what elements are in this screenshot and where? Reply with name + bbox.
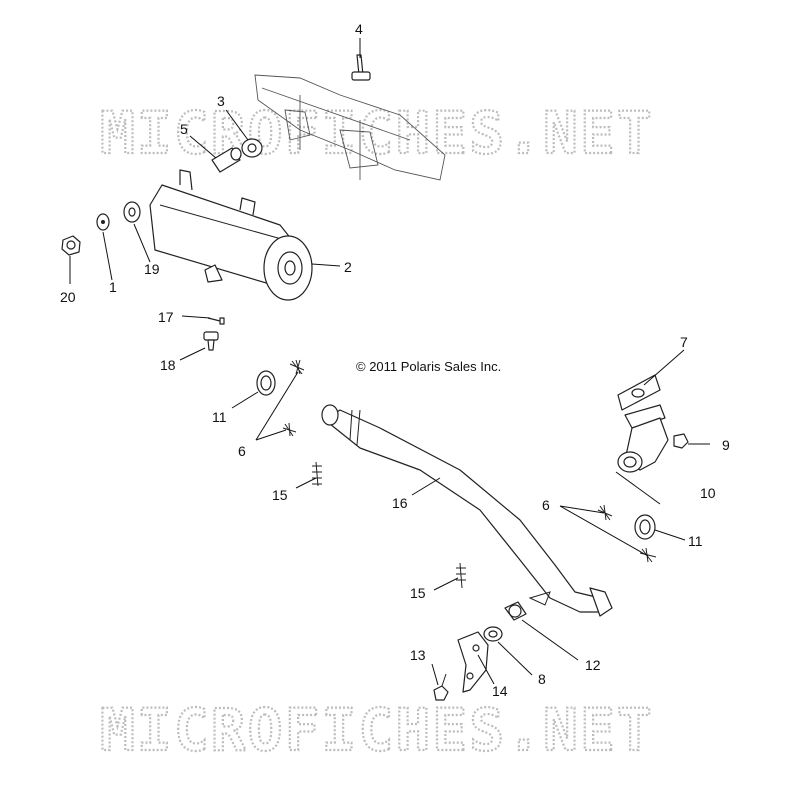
part-2-muffler (149, 169, 313, 301)
part-13-bolt (433, 673, 449, 701)
callout-5: 5 (180, 121, 188, 137)
part-8-gasket (483, 626, 503, 642)
part-3-grommet (241, 138, 263, 158)
part-1-washer (96, 213, 110, 231)
part-20-nut (61, 235, 81, 256)
part-6-springs-upper (282, 359, 305, 437)
part-14-bracket (457, 631, 489, 693)
part-5-sleeve (211, 147, 242, 173)
callout-19: 19 (144, 261, 160, 277)
callout-6-right: 6 (542, 497, 550, 513)
watermark-bottom: MICROFICHES.NET (100, 696, 654, 764)
callout-2: 2 (344, 259, 352, 275)
part-11-gasket-upper (256, 370, 276, 396)
part-11-gasket-right (634, 514, 656, 540)
callout-4: 4 (355, 21, 363, 37)
part-7-gasket (617, 374, 661, 411)
callout-14: 14 (492, 683, 508, 699)
callout-6-upper: 6 (238, 443, 246, 459)
callout-3: 3 (217, 93, 225, 109)
part-6-springs-right (597, 504, 657, 563)
callout-18: 18 (160, 357, 176, 373)
part-17-pin (207, 317, 225, 325)
callout-8: 8 (538, 671, 546, 687)
callout-20: 20 (60, 289, 76, 305)
part-16-head-pipe (321, 404, 613, 617)
callout-7: 7 (680, 334, 688, 350)
callout-13: 13 (410, 647, 426, 663)
callout-17: 17 (158, 309, 174, 325)
callout-11-upper: 11 (212, 409, 227, 425)
frame-section (254, 74, 446, 181)
part-19-washer (123, 201, 141, 223)
part-18-bolt (203, 331, 219, 351)
part-15-spring-lower (456, 562, 466, 589)
part-10-exhaust-pipe (617, 404, 669, 473)
callout-1: 1 (109, 279, 117, 295)
callout-15-upper: 15 (272, 487, 288, 503)
callout-15-lower: 15 (410, 585, 426, 601)
callout-11-right: 11 (688, 533, 703, 549)
part-12-sensor-plug (504, 601, 527, 621)
part-4-bolt (351, 54, 371, 81)
callout-12: 12 (585, 657, 601, 673)
callout-10: 10 (700, 485, 716, 501)
callout-9: 9 (722, 437, 730, 453)
copyright-notice: © 2011 Polaris Sales Inc. (356, 359, 501, 374)
part-9-nut (673, 433, 689, 449)
callout-16: 16 (392, 495, 408, 511)
leader-lines (69, 38, 710, 686)
part-15-spring-upper (312, 461, 322, 487)
